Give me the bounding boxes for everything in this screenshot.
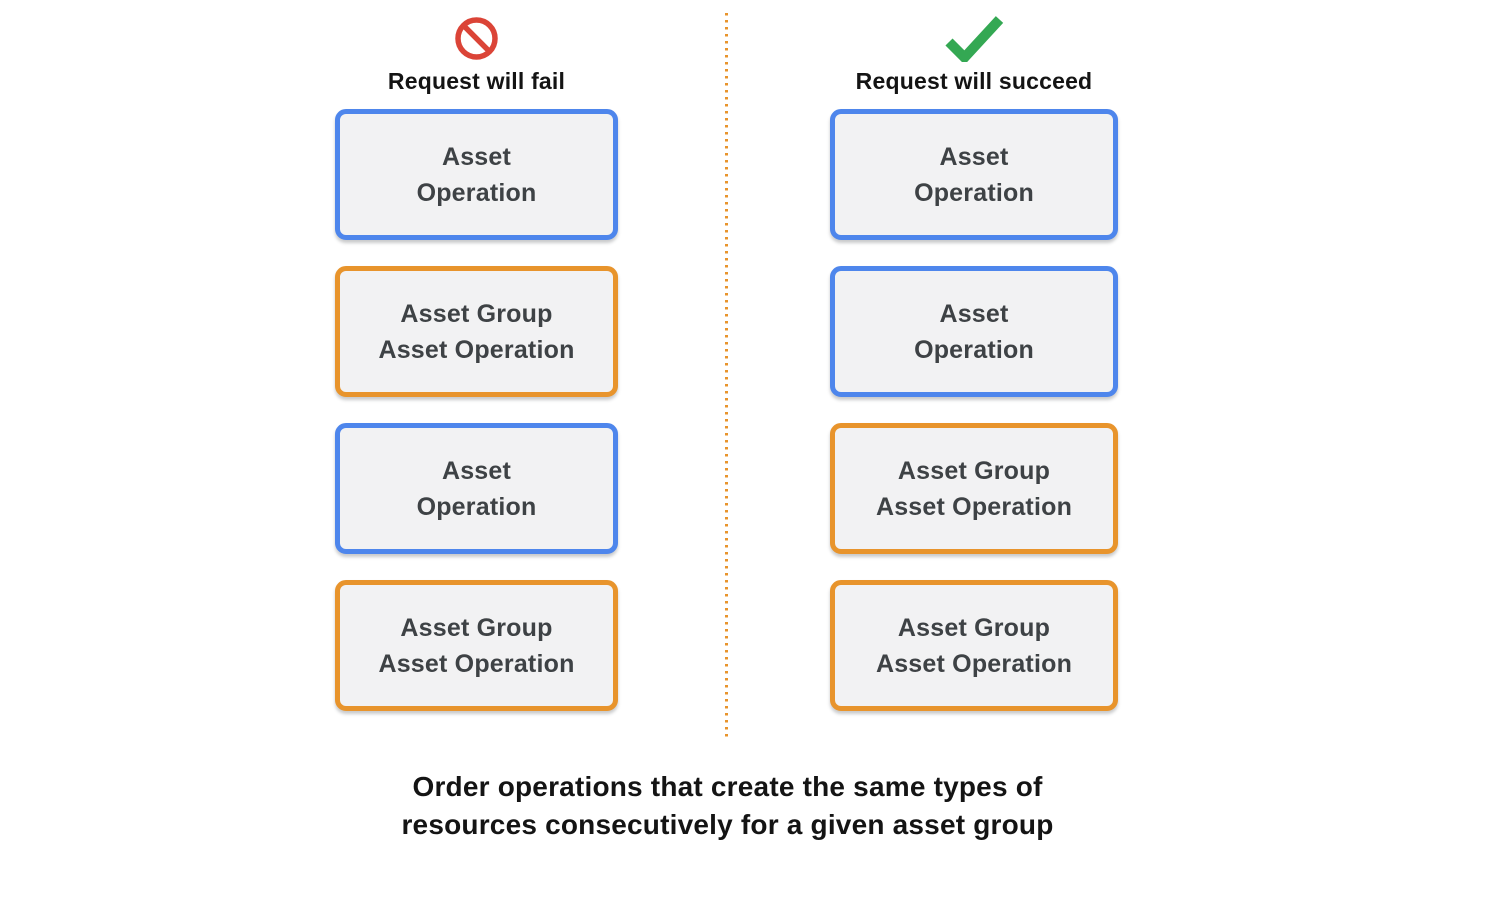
asset-operation-box: Asset Operation — [335, 423, 618, 554]
box-label-line: Operation — [416, 492, 537, 521]
asset-operation-box: Asset Operation — [830, 109, 1118, 240]
checkmark-icon — [943, 14, 1005, 62]
box-label-line: Operation — [914, 178, 1034, 207]
succeed-column: Request will succeed Asset Operation Ass… — [830, 14, 1118, 711]
box-label-line: Asset Operation — [875, 649, 1073, 678]
asset-group-asset-operation-box: Asset Group Asset Operation — [335, 266, 618, 397]
asset-operation-box: Asset Operation — [335, 109, 618, 240]
box-label-line: Asset Group — [400, 613, 553, 642]
box-label-line: Operation — [914, 335, 1034, 364]
box-label-line: Operation — [416, 178, 537, 207]
box-label-line: Asset — [939, 299, 1009, 328]
fail-operation-list: Asset Operation Asset Group Asset Operat… — [335, 109, 618, 711]
caption-line: resources consecutively for a given asse… — [401, 809, 1054, 840]
box-label-line: Asset Operation — [378, 649, 575, 678]
box-label-line: Asset — [441, 142, 512, 171]
prohibited-icon — [454, 14, 499, 62]
divider-dotted-line — [725, 13, 728, 739]
asset-group-asset-operation-box: Asset Group Asset Operation — [335, 580, 618, 711]
asset-group-asset-operation-box: Asset Group Asset Operation — [830, 423, 1118, 554]
checkmark-icon-svg — [945, 16, 1004, 62]
asset-operation-box: Asset Operation — [830, 266, 1118, 397]
box-label-line: Asset Group — [897, 456, 1051, 485]
box-label-line: Asset Group — [400, 299, 553, 328]
prohibited-icon-svg — [455, 16, 498, 60]
succeed-column-heading: Request will succeed — [855, 68, 1093, 94]
box-label-line: Asset Operation — [378, 335, 575, 364]
asset-group-asset-operation-box: Asset Group Asset Operation — [830, 580, 1118, 711]
caption-line: Order operations that create the same ty… — [412, 771, 1043, 802]
caption: Order operations that create the same ty… — [0, 768, 1455, 844]
box-label-line: Asset Group — [897, 613, 1051, 642]
fail-column: Request will fail Asset Operation Asset … — [335, 14, 618, 711]
fail-column-heading: Request will fail — [387, 68, 566, 94]
box-label-line: Asset — [939, 142, 1009, 171]
succeed-operation-list: Asset Operation Asset Operation Asset Gr… — [830, 109, 1118, 711]
box-label-line: Asset — [441, 456, 512, 485]
box-label-line: Asset Operation — [875, 492, 1073, 521]
